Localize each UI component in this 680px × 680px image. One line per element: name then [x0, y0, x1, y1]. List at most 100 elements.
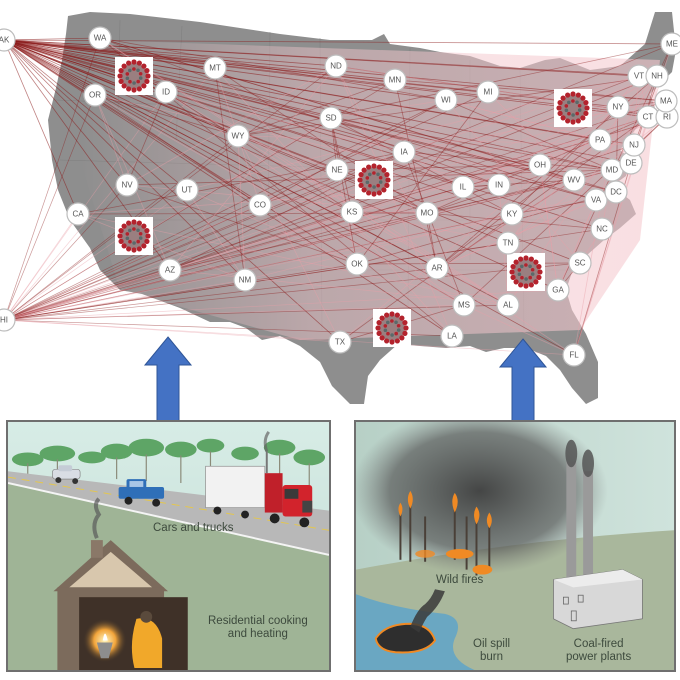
- network-edge: [3, 304, 465, 321]
- state-node-circle: [415, 201, 439, 225]
- network-edge: [214, 67, 453, 337]
- network-edge: [94, 94, 128, 186]
- state-node-dc: DC: [604, 180, 628, 204]
- state-node-circle: [562, 168, 586, 192]
- state-node-label: DE: [625, 159, 636, 168]
- state-node-nm: NM: [233, 268, 257, 292]
- state-node-circle: [496, 293, 520, 317]
- state-node-label: IL: [460, 183, 467, 192]
- state-node-label: AK: [0, 36, 10, 45]
- network-edge: [165, 91, 239, 137]
- state-node-circle: [328, 330, 352, 354]
- network-edge: [3, 39, 246, 281]
- state-node-wi: WI: [434, 88, 458, 112]
- caption-coal-plants-line1: Coal-fired: [573, 638, 624, 650]
- state-node-label: OK: [351, 260, 363, 269]
- state-node-nj: NJ: [622, 133, 646, 157]
- state-node-circle: [500, 202, 524, 226]
- network-edge: [3, 179, 575, 321]
- network-edge: [3, 189, 188, 321]
- network-edge: [3, 39, 341, 343]
- coronavirus-icon: [373, 309, 411, 347]
- state-node-circle: [248, 193, 272, 217]
- network-edge: [237, 135, 341, 343]
- state-node-circle: [203, 56, 227, 80]
- state-node-label: OH: [534, 161, 546, 170]
- state-node-wv: WV: [562, 168, 586, 192]
- network-edge: [169, 116, 649, 271]
- state-node-ar: AR: [425, 256, 449, 280]
- state-node-me: ME: [660, 32, 680, 56]
- network-edge: [351, 116, 668, 213]
- caption-coal-plants-line2: power plants: [566, 651, 632, 663]
- network-edge: [3, 212, 428, 321]
- network-edge: [3, 279, 246, 321]
- state-node-label: UT: [182, 186, 193, 195]
- network-edge: [94, 94, 465, 306]
- network-edge: [462, 75, 658, 188]
- oil-slick: [374, 622, 437, 654]
- network-edge: [3, 39, 465, 306]
- state-node-circle: [66, 202, 90, 226]
- state-node-circle: [584, 188, 608, 212]
- state-node-wa: WA: [88, 26, 112, 50]
- network-edge: [3, 213, 513, 321]
- state-node-circle: [226, 124, 250, 148]
- state-node-circle: [660, 32, 680, 56]
- network-edge: [351, 211, 509, 244]
- network-edge: [237, 43, 673, 137]
- network-edge: [3, 267, 438, 321]
- network-edge: [330, 99, 447, 119]
- state-node-label: DC: [610, 188, 622, 197]
- arrow-up-right: [498, 338, 548, 435]
- state-node-circle: [451, 175, 475, 199]
- state-node-label: FL: [569, 351, 579, 360]
- state-node-label: MT: [209, 64, 221, 73]
- state-node-circle: [590, 217, 614, 241]
- state-node-circle: [654, 89, 678, 113]
- oil-smoke: [410, 589, 445, 633]
- state-node-ny: NY: [606, 95, 630, 119]
- caption-residential-line2: and heating: [227, 628, 288, 640]
- state-node-label: NH: [651, 72, 663, 81]
- state-node-label: WY: [232, 132, 246, 141]
- state-node-hi: HI: [0, 308, 16, 332]
- state-node-nc: NC: [590, 217, 614, 241]
- network-edge: [403, 151, 613, 171]
- state-node-oh: OH: [528, 153, 552, 177]
- network-edge: [3, 39, 619, 108]
- state-node-ky: KY: [500, 202, 524, 226]
- state-node-label: OR: [89, 91, 101, 100]
- network-edge: [186, 189, 246, 281]
- network-edge: [3, 263, 358, 321]
- state-node-circle: [325, 158, 349, 182]
- state-node-mt: MT: [203, 56, 227, 80]
- state-node-pa: PA: [588, 128, 612, 152]
- network-edge: [165, 91, 353, 213]
- network-edge: [3, 116, 649, 321]
- state-node-mn: MN: [383, 68, 407, 92]
- network-edge: [339, 106, 619, 343]
- panel-transport-residential: Cars and trucks Residential cooking and …: [6, 420, 331, 672]
- panel-fires-oil-coal: Wild fires Oil spill burn Coal-fired pow…: [354, 420, 676, 672]
- network-edge: [77, 213, 246, 281]
- state-node-label: MD: [606, 166, 619, 175]
- coronavirus-icon: [355, 161, 393, 199]
- network-edge: [3, 39, 603, 230]
- network-edge: [3, 106, 619, 321]
- state-node-label: IA: [400, 148, 408, 157]
- network-edge: [436, 179, 575, 269]
- caption-oil-spill-line2: burn: [480, 651, 504, 663]
- state-node-circle: [434, 88, 458, 112]
- coronavirus-icon: [507, 253, 545, 291]
- network-edge: [403, 151, 465, 306]
- state-node-sd: SD: [319, 106, 343, 130]
- state-node-circle: [452, 293, 476, 317]
- state-node-label: NJ: [629, 141, 639, 150]
- state-node-ms: MS: [452, 293, 476, 317]
- network-edge: [330, 117, 613, 171]
- network-edge: [77, 151, 405, 215]
- state-node-id: ID: [154, 80, 178, 104]
- state-node-co: CO: [248, 193, 272, 217]
